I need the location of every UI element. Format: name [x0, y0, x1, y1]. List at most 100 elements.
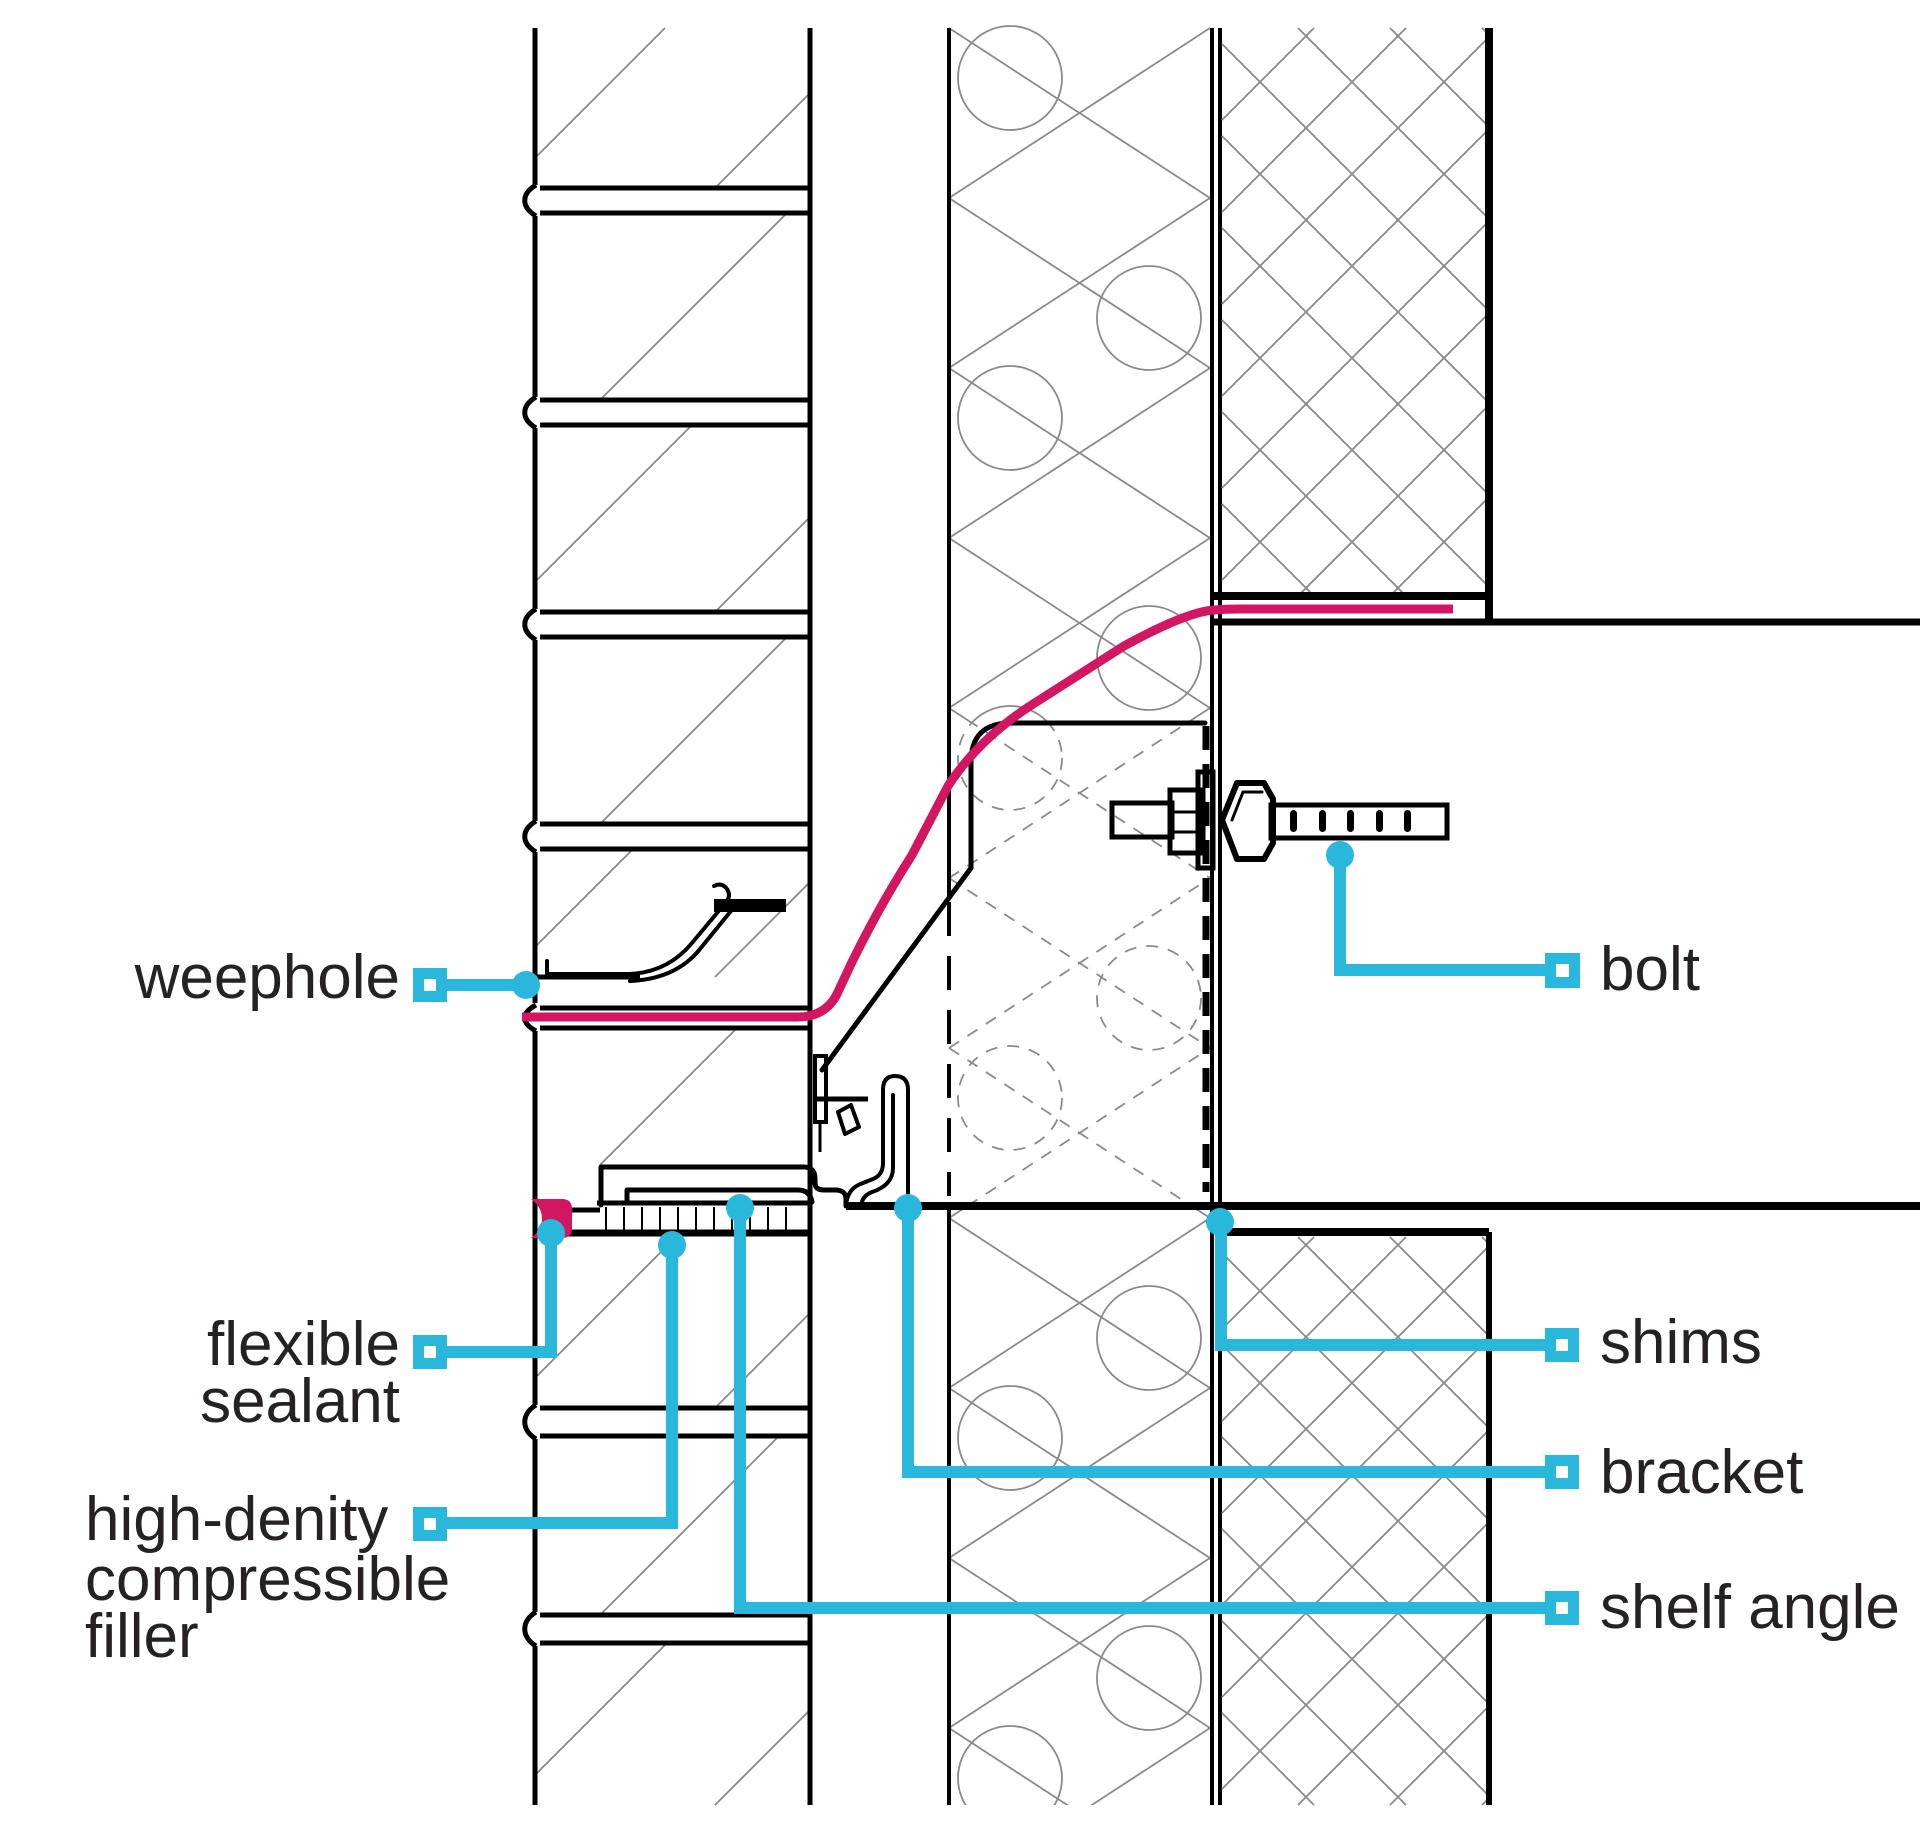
- leader-bracket: [894, 1194, 1579, 1489]
- batt-loop-circle: [1096, 1625, 1202, 1731]
- sheathing-line: [1210, 28, 1222, 1805]
- batt-loop-circle: [957, 1725, 1063, 1805]
- cmu-hatch-line: [1221, 1344, 1490, 1613]
- batt-pattern-upper: [948, 25, 1211, 722]
- batt-loop-line: [949, 1728, 1210, 1839]
- joint-break-gap: [528, 1405, 540, 1439]
- brick-hatch-line: [534, 848, 634, 948]
- cmu-hatch-line: [1221, 1252, 1490, 1521]
- brick-hatch-line: [714, 881, 811, 978]
- weephole-joint: [522, 974, 810, 1034]
- label-marker-inner: [1556, 1339, 1568, 1351]
- label-marker-inner: [424, 979, 436, 991]
- joint-break-arc: [522, 1609, 538, 1649]
- joint-break-gap: [528, 1612, 540, 1646]
- batt-loop-line: [948, 1557, 1211, 1729]
- leader-line: [447, 1235, 557, 1358]
- brick-hatch-line: [599, 212, 788, 401]
- batt-loop-circle: [1096, 265, 1202, 371]
- cmu-hatch-line: [1221, 312, 1490, 581]
- label-sealant: sealant: [200, 1367, 400, 1436]
- backup-structure: [846, 27, 1920, 1806]
- bracket-hook-inner: [859, 1093, 895, 1208]
- batt-loop-line: [948, 367, 1211, 539]
- batt-loop-circle: [957, 722, 1063, 811]
- bracket: [813, 720, 1210, 1208]
- brick-veneer: [522, 27, 813, 1806]
- brick-hatch-line: [599, 1435, 780, 1616]
- batt-loop-line: [948, 197, 1211, 369]
- cmu-hatch-line: [1221, 411, 1407, 597]
- leader-line: [734, 1210, 1545, 1614]
- channel-slot: [1404, 810, 1411, 832]
- cmu-hatch-line: [1221, 1712, 1315, 1806]
- cmu-hatch-line: [1221, 1620, 1407, 1806]
- cmu-hatch-line: [1221, 135, 1490, 404]
- brick-hatch-line: [534, 27, 666, 159]
- batt-pattern-lower: [948, 1203, 1211, 1805]
- drip-edge-strip-inner: [628, 904, 737, 983]
- brick-hatch-line: [599, 1027, 738, 1166]
- shelf-angle-inner-line: [624, 1187, 815, 1206]
- brick-hatch-line: [714, 92, 811, 189]
- cmu-hatch-line: [1221, 227, 1490, 496]
- brick-hatch: [534, 27, 811, 1806]
- leader-dot: [537, 1219, 565, 1247]
- cmu-hatch-line: [1221, 128, 1490, 397]
- leader-compressible-filler: [413, 1231, 686, 1541]
- batt-loop-circle: [957, 1045, 1063, 1151]
- brick-hatch-line: [534, 1642, 668, 1776]
- leader-flexible-sealant: [413, 1219, 565, 1369]
- flashing: [522, 604, 1453, 1022]
- batt-loop-circle: [1096, 945, 1202, 1051]
- joint-break-gap: [528, 397, 540, 428]
- bracket-outline: [819, 720, 1208, 1073]
- wedge-anchor-inner-line: [1230, 790, 1264, 822]
- cmu-hatch-line: [1221, 43, 1490, 312]
- leader-dot: [726, 1194, 754, 1222]
- batt-loop-circle: [957, 365, 1063, 471]
- leader-dot: [894, 1194, 922, 1222]
- cmu-hatch-line: [1389, 496, 1490, 597]
- leader-shelf-angle: [726, 1194, 1579, 1625]
- cmu-hatch-line: [1221, 1236, 1315, 1330]
- joint-break-arc: [522, 606, 538, 643]
- insulation: [947, 25, 1211, 1839]
- label-marker-inner: [424, 1346, 436, 1358]
- shelf-angle-outer-line: [598, 1164, 849, 1209]
- batt-loop-line: [948, 1047, 1189, 1203]
- label-compressible: compressible: [85, 1545, 450, 1614]
- brick-hatch-line: [714, 1312, 811, 1409]
- bracket-clip-plate: [813, 1054, 828, 1124]
- label-flexible: flexible: [207, 1310, 400, 1379]
- compressible-filler: [534, 1200, 810, 1237]
- batt-loop-circle: [957, 25, 1063, 131]
- cmu-hatch-line: [1221, 1521, 1490, 1790]
- label-marker-inner: [1556, 964, 1569, 977]
- bolt-assembly: [1109, 769, 1450, 871]
- batt-loop-line: [948, 27, 1211, 199]
- filler-hatch-ticks: [605, 1207, 787, 1230]
- label-filler: filler: [85, 1602, 199, 1671]
- channel-slot: [1347, 810, 1354, 832]
- batt-loop-line: [949, 1728, 1210, 1839]
- leader-weephole: [413, 968, 540, 1002]
- joint-break-arc: [522, 1402, 538, 1442]
- shelf-angle: [598, 1164, 849, 1209]
- channel-slot: [1376, 810, 1383, 832]
- washer-plate: [1195, 769, 1216, 871]
- cmu-hatch-line: [1221, 220, 1490, 489]
- label-marker-inner: [1556, 1466, 1568, 1478]
- channel-slots: [1290, 810, 1411, 832]
- leader-line: [1215, 1225, 1545, 1351]
- flashing-line: [522, 604, 1453, 1022]
- drip-edge-strip: [545, 882, 731, 976]
- batt-loop-line: [948, 877, 1211, 1049]
- bolt-head: [1167, 787, 1206, 856]
- cmu-hatch-line: [1297, 1236, 1490, 1429]
- joint-break-arc: [522, 394, 538, 431]
- cmu-hatch-line: [1221, 27, 1407, 213]
- joint-break-gap: [528, 185, 540, 216]
